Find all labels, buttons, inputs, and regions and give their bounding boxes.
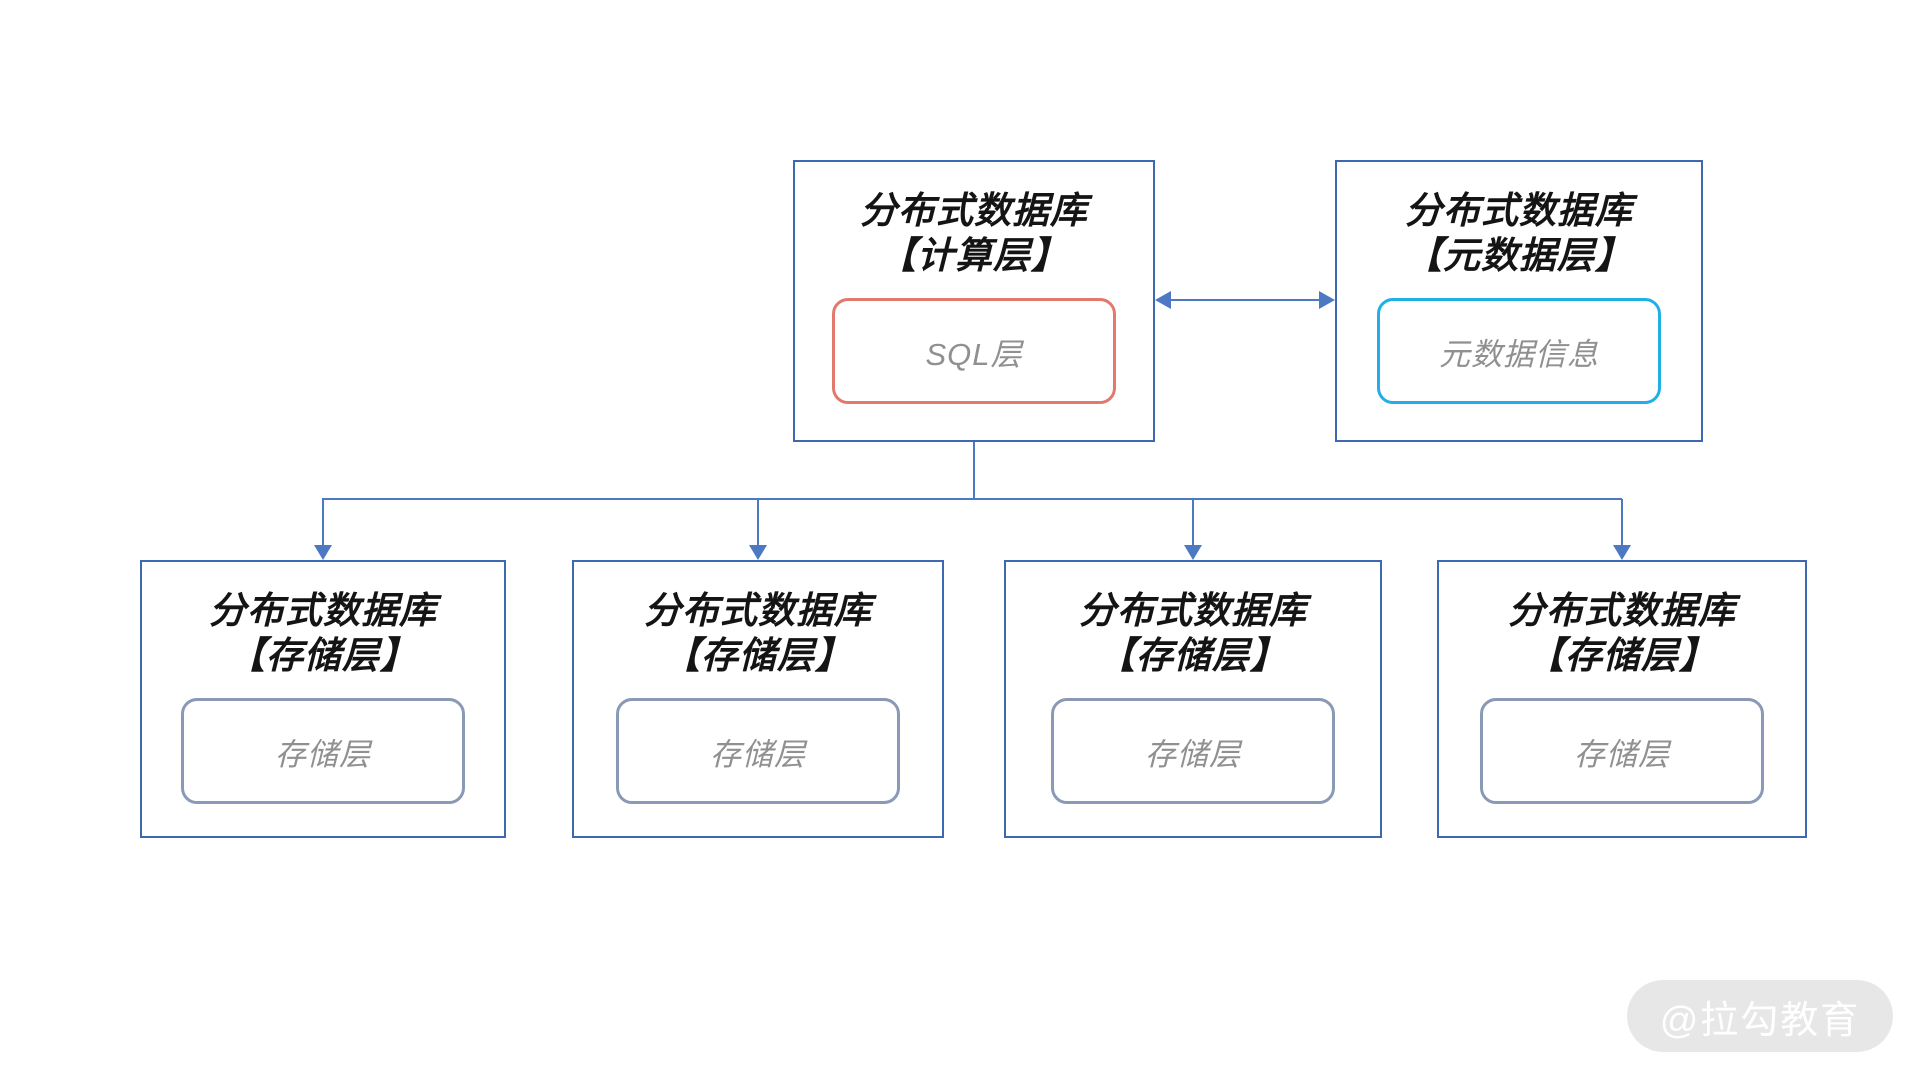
inner-box-storage-layer: 存储层 (616, 698, 900, 804)
node-metadata-layer: 分布式数据库 【元数据层】 元数据信息 (1335, 160, 1703, 442)
connector-compute-to-bus (973, 442, 975, 499)
node-storage-layer-3: 分布式数据库 【存储层】 存储层 (1004, 560, 1382, 838)
node-title-line2: 【元数据层】 (1405, 235, 1633, 276)
inner-box-storage-layer: 存储层 (1480, 698, 1764, 804)
node-storage-layer-4: 分布式数据库 【存储层】 存储层 (1437, 560, 1807, 838)
watermark-badge: @拉勾教育 (1627, 980, 1893, 1052)
inner-label: 元数据信息 (1439, 336, 1599, 372)
inner-box-sql-layer: SQL层 (832, 298, 1116, 404)
node-title-line1: 分布式数据库 (644, 590, 872, 631)
connector-drop-storage-4 (1621, 499, 1623, 545)
watermark-text: @拉勾教育 (1659, 999, 1861, 1042)
node-title-line2: 【存储层】 (1527, 635, 1717, 676)
arrowhead-down-icon (749, 545, 767, 560)
node-title-line1: 分布式数据库 (1508, 590, 1736, 631)
inner-box-storage-layer: 存储层 (1051, 698, 1335, 804)
node-title-line2: 【存储层】 (1098, 635, 1288, 676)
arrowhead-down-icon (1184, 545, 1202, 560)
inner-label: 存储层 (275, 736, 371, 772)
node-title: 分布式数据库 【存储层】 (142, 588, 504, 678)
node-title: 分布式数据库 【存储层】 (574, 588, 942, 678)
inner-label: 存储层 (1574, 736, 1670, 772)
connector-bus (322, 498, 1622, 500)
connector-drop-storage-1 (322, 499, 324, 545)
node-title: 分布式数据库 【计算层】 (795, 188, 1153, 278)
node-title-line1: 分布式数据库 (1405, 190, 1633, 231)
node-title-line1: 分布式数据库 (1079, 590, 1307, 631)
node-title-line2: 【存储层】 (228, 635, 418, 676)
arrowhead-left-icon (1155, 291, 1171, 309)
node-title: 分布式数据库 【元数据层】 (1337, 188, 1701, 278)
connector-drop-storage-2 (757, 499, 759, 545)
node-title-line2: 【计算层】 (879, 235, 1069, 276)
node-compute-layer: 分布式数据库 【计算层】 SQL层 (793, 160, 1155, 442)
node-storage-layer-2: 分布式数据库 【存储层】 存储层 (572, 560, 944, 838)
node-title-line1: 分布式数据库 (860, 190, 1088, 231)
inner-box-metadata-info: 元数据信息 (1377, 298, 1661, 404)
arrowhead-down-icon (1613, 545, 1631, 560)
node-storage-layer-1: 分布式数据库 【存储层】 存储层 (140, 560, 506, 838)
arrowhead-down-icon (314, 545, 332, 560)
node-title: 分布式数据库 【存储层】 (1006, 588, 1380, 678)
inner-label: SQL层 (925, 336, 1023, 372)
connector-compute-metadata (1168, 299, 1322, 301)
node-title-line2: 【存储层】 (663, 635, 853, 676)
arrowhead-right-icon (1319, 291, 1335, 309)
inner-label: 存储层 (1145, 736, 1241, 772)
connector-drop-storage-3 (1192, 499, 1194, 545)
inner-label: 存储层 (710, 736, 806, 772)
node-title: 分布式数据库 【存储层】 (1439, 588, 1805, 678)
inner-box-storage-layer: 存储层 (181, 698, 465, 804)
node-title-line1: 分布式数据库 (209, 590, 437, 631)
